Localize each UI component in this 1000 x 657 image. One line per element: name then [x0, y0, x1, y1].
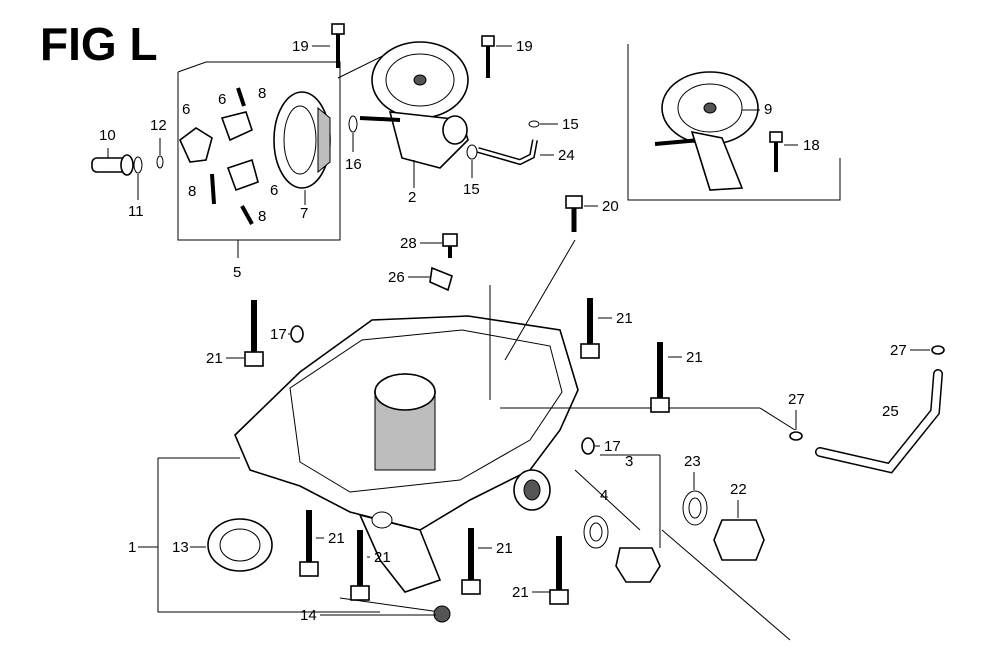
alt-gear-inset [627, 44, 841, 201]
callout-13: 13 [172, 539, 189, 556]
figure-title: FIG L [40, 18, 158, 70]
callout-19a: 19 [292, 38, 309, 55]
callout-labels: 1 2 3 4 5 6 6 6 7 8 8 8 9 10 11 12 13 14… [99, 38, 930, 624]
callout-9: 9 [764, 101, 772, 118]
callout-4: 4 [600, 487, 608, 504]
callout-16: 16 [345, 156, 362, 173]
callout-6b: 6 [218, 91, 226, 108]
oil-pump-subassembly [91, 61, 341, 258]
callout-25: 25 [882, 403, 899, 420]
callout-7: 7 [300, 205, 308, 222]
callout-6c: 6 [270, 182, 278, 199]
callout-17a: 17 [270, 326, 287, 343]
callout-27a: 27 [890, 342, 907, 359]
callout-21b: 21 [616, 310, 633, 327]
callout-17b: 17 [604, 438, 621, 455]
callout-11: 11 [128, 203, 144, 220]
callout-21e: 21 [374, 549, 391, 566]
callout-5: 5 [233, 264, 241, 281]
callout-21d: 21 [328, 530, 345, 547]
callout-12: 12 [150, 117, 167, 134]
pump-gear-assembly [331, 23, 540, 169]
callout-18: 18 [803, 137, 820, 154]
callout-10: 10 [99, 127, 116, 144]
callout-15b: 15 [463, 181, 480, 198]
callout-19b: 19 [516, 38, 533, 55]
bolts-and-fittings [244, 195, 670, 623]
callout-21a: 21 [206, 350, 223, 367]
callout-8c: 8 [258, 208, 266, 225]
callout-26: 26 [388, 269, 405, 286]
callout-28: 28 [400, 235, 417, 252]
callout-24: 24 [558, 147, 575, 164]
callout-27b: 27 [788, 391, 805, 408]
callout-22: 22 [730, 481, 747, 498]
callout-2: 2 [408, 189, 416, 206]
seals-drain-and-breather [207, 345, 945, 641]
callout-3: 3 [625, 453, 633, 470]
callout-21c: 21 [686, 349, 703, 366]
callout-14: 14 [300, 607, 317, 624]
callout-21f: 21 [496, 540, 513, 557]
callout-8b: 8 [188, 183, 196, 200]
callout-15a: 15 [562, 116, 579, 133]
callout-21g: 21 [512, 584, 529, 601]
crankcase-cover [157, 239, 796, 613]
callout-6a: 6 [182, 101, 190, 118]
callout-20: 20 [602, 198, 619, 215]
callout-8a: 8 [258, 85, 266, 102]
callout-1: 1 [128, 539, 136, 556]
callout-23: 23 [684, 453, 701, 470]
